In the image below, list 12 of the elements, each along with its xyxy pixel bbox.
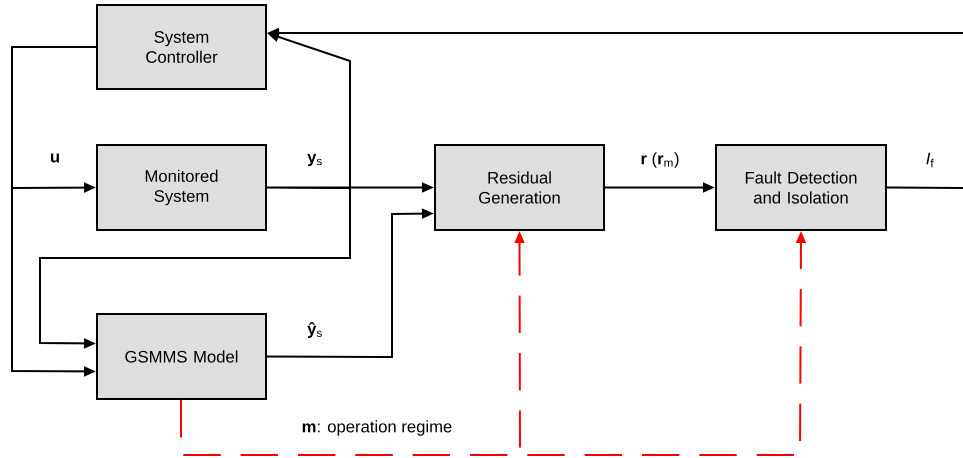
arrow [267, 32, 351, 189]
edge-label: ŷ$_{s}$ [307, 322, 322, 338]
process-box: Residual Generation [434, 144, 605, 231]
edge-label: y$_{s}$ [307, 154, 322, 166]
edge-label: r (r$_{m}$) [642, 152, 679, 168]
edge-label: u [50, 154, 59, 162]
edge-label: m: operation regime [302, 420, 452, 436]
edge-label: I$_{f}$ [926, 152, 934, 168]
process-box: Monitored System [96, 144, 267, 231]
process-box: GSMMS Model [96, 313, 267, 400]
process-box: System Controller [96, 4, 267, 90]
process-box: Fault Detection and Isolation [715, 144, 887, 231]
